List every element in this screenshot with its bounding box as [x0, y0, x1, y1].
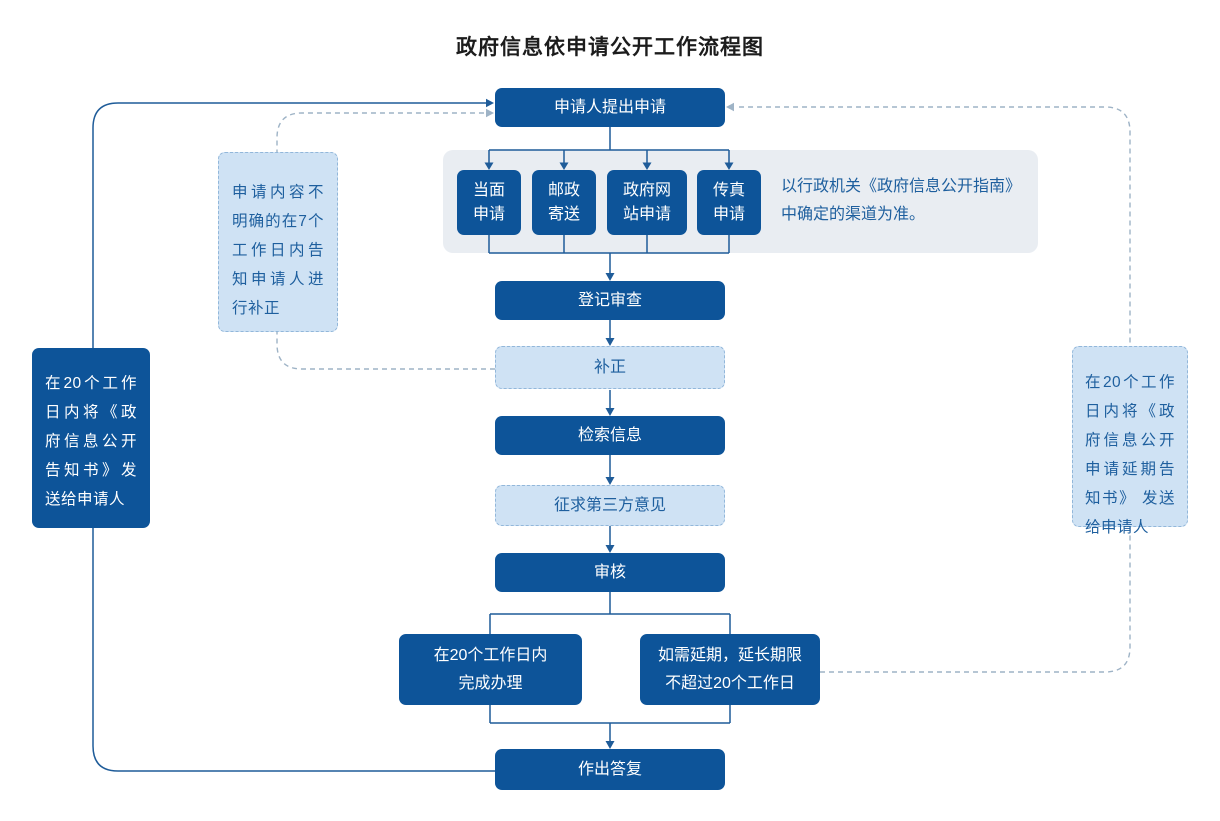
- node-reply-label: 作出答复: [577, 760, 642, 778]
- node-extension-line: 如需延期，延长期限: [657, 646, 802, 664]
- node-channel-website: 政府网 站申请: [607, 170, 687, 235]
- node-third-party-label: 征求第三方意见: [553, 496, 666, 514]
- node-channel-in-person: 当面 申请: [457, 170, 521, 235]
- node-complete-line: 完成办理: [458, 674, 523, 692]
- node-reply: 作出答复: [495, 749, 725, 790]
- node-search-label: 检索信息: [577, 426, 642, 444]
- node-register-review: 登记审查: [495, 281, 725, 320]
- node-third-party-opinion: 征求第三方意见: [495, 485, 725, 526]
- node-channel-fax: 传真 申请: [697, 170, 761, 235]
- channel-label-line: 传真: [712, 181, 745, 199]
- page-title: 政府信息依申请公开工作流程图: [456, 36, 764, 59]
- channels-note-line: 中确定的渠道为准。: [781, 206, 926, 223]
- note-send-extension-notice-text: 在20个工作日内将《政府信息公开申请延期告知书》 发送给申请人: [1085, 374, 1175, 536]
- node-extension: 如需延期，延长期限 不超过20个工作日: [640, 634, 820, 705]
- node-search-info: 检索信息: [495, 416, 725, 455]
- node-correction: 补正: [495, 346, 725, 389]
- channel-label-line: 当面: [472, 181, 505, 199]
- channel-label-line: 申请: [472, 205, 505, 223]
- node-correction-label: 补正: [593, 358, 626, 376]
- note-send-extension-notice: 在20个工作日内将《政府信息公开申请延期告知书》 发送给申请人: [1072, 346, 1188, 536]
- channel-label-line: 站申请: [622, 205, 671, 223]
- node-complete-line: 在20个工作日内: [433, 646, 548, 664]
- note-send-disclosure-notice-text: 在20个工作日内将《政府信息公开告知书》发送给申请人: [45, 375, 137, 508]
- note-correction-within-7-days: 申请内容不明确的在7个工作日内告知申请人进行补正: [218, 152, 338, 332]
- node-review-label: 审核: [593, 563, 626, 581]
- channels-note-line: 以行政机关《政府信息公开指南》: [781, 178, 1022, 195]
- channel-label-line: 寄送: [547, 205, 580, 223]
- channels-note: 以行政机关《政府信息公开指南》 中确定的渠道为准。: [781, 173, 1051, 229]
- note-send-disclosure-notice: 在20个工作日内将《政府信息公开告知书》发送给申请人: [32, 348, 150, 528]
- channel-label-line: 申请: [712, 205, 745, 223]
- node-review: 审核: [495, 553, 725, 592]
- node-channel-postal: 邮政 寄送: [532, 170, 596, 235]
- channel-label-line: 邮政: [547, 181, 580, 199]
- node-apply: 申请人提出申请: [495, 88, 725, 127]
- channel-label-line: 政府网: [622, 181, 671, 199]
- node-register-label: 登记审查: [577, 291, 642, 309]
- node-apply-label: 申请人提出申请: [553, 98, 666, 116]
- note-correction-text: 申请内容不明确的在7个工作日内告知申请人进行补正: [232, 184, 324, 317]
- node-complete-within-20-days: 在20个工作日内 完成办理: [399, 634, 582, 705]
- node-extension-line: 不超过20个工作日: [665, 674, 795, 692]
